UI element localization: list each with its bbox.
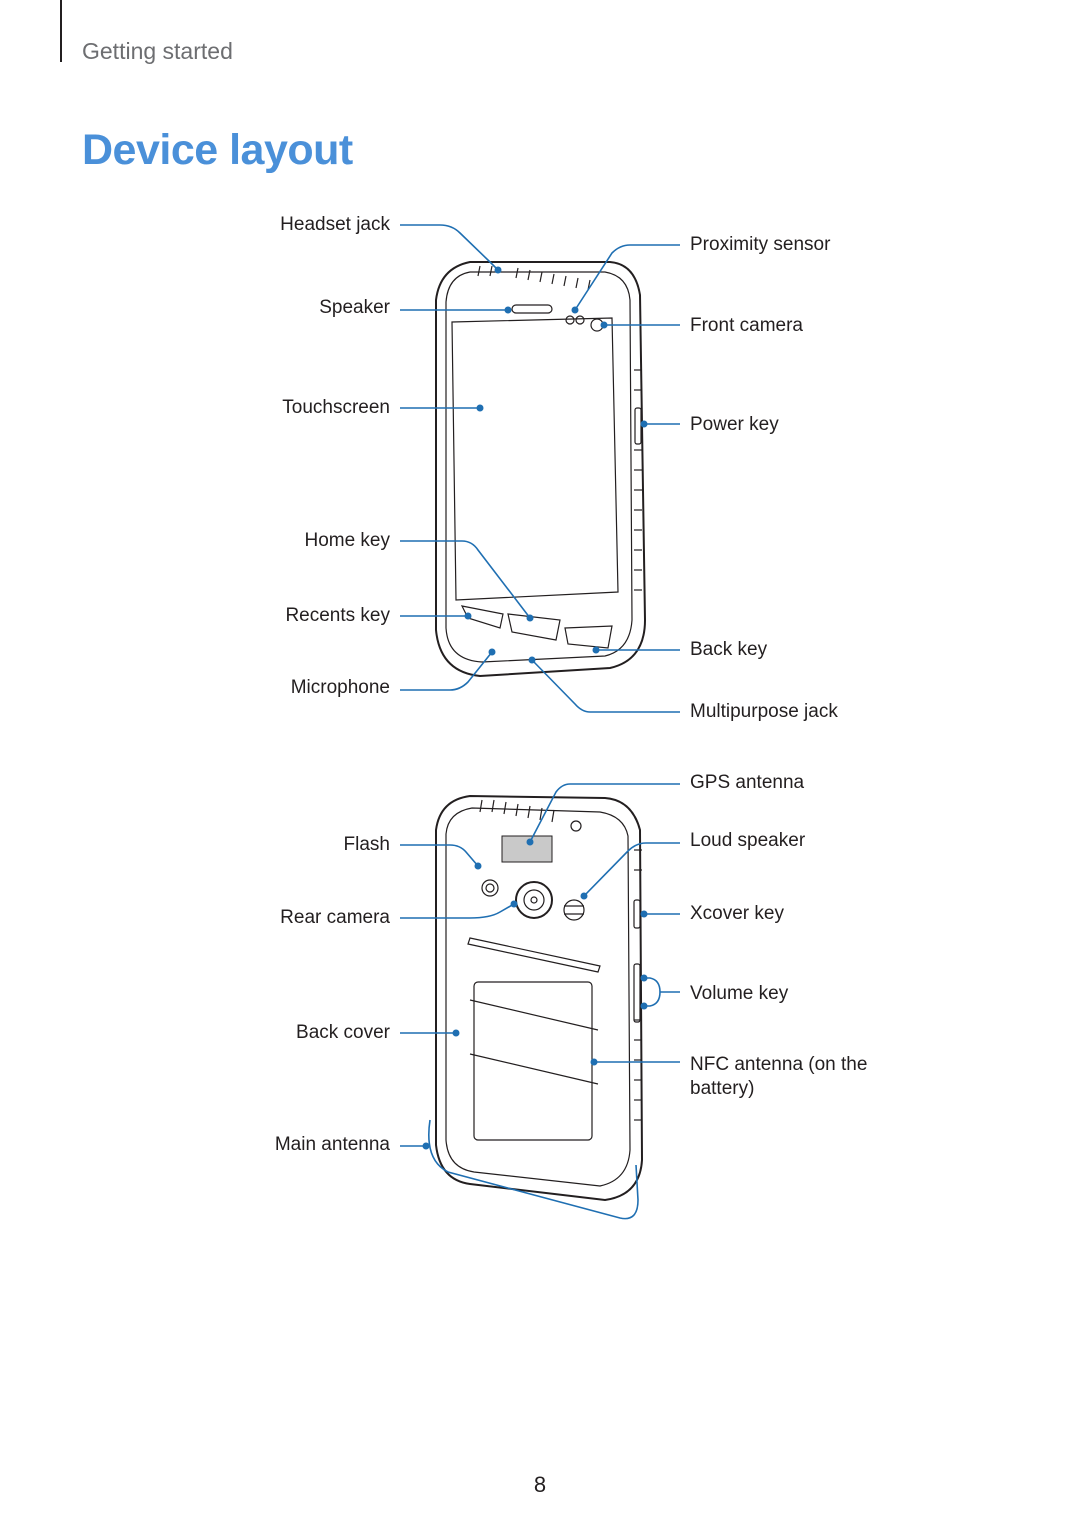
label-microphone: Microphone [290,677,390,698]
back-phone-illustration [435,794,644,1202]
label-nfc-antenna-line1: NFC antenna (on the [690,1054,868,1075]
front-leader-lines [400,224,680,713]
label-front-camera: Front camera [690,315,803,336]
label-loud-speaker: Loud speaker [690,830,806,851]
label-nfc-antenna-line2: battery) [690,1078,755,1099]
section-header: Getting started [82,38,233,64]
label-multipurpose-jack: Multipurpose jack [690,701,838,722]
back-leader-lines [400,783,680,1220]
label-main-antenna: Main antenna [274,1134,390,1155]
label-volume-key: Volume key [690,983,789,1004]
front-phone-illustration [435,261,647,678]
label-back-key: Back key [690,639,768,660]
label-rear-camera: Rear camera [280,907,390,928]
label-nfc-antenna: NFC antenna (on the battery) [690,1053,867,1101]
label-home-key: Home key [304,530,390,551]
label-headset-jack: Headset jack [280,214,390,235]
label-proximity-sensor: Proximity sensor [690,234,831,255]
label-speaker: Speaker [319,297,390,318]
label-xcover-key: Xcover key [690,903,784,924]
page-number: 8 [533,1472,547,1497]
label-touchscreen: Touchscreen [282,397,390,418]
page-title: Device layout [82,126,353,174]
label-gps-antenna: GPS antenna [690,772,805,793]
label-flash: Flash [343,834,390,855]
label-back-cover: Back cover [296,1022,390,1043]
label-recents-key: Recents key [285,605,390,626]
margin-rule [60,0,62,62]
label-power-key: Power key [690,414,779,435]
